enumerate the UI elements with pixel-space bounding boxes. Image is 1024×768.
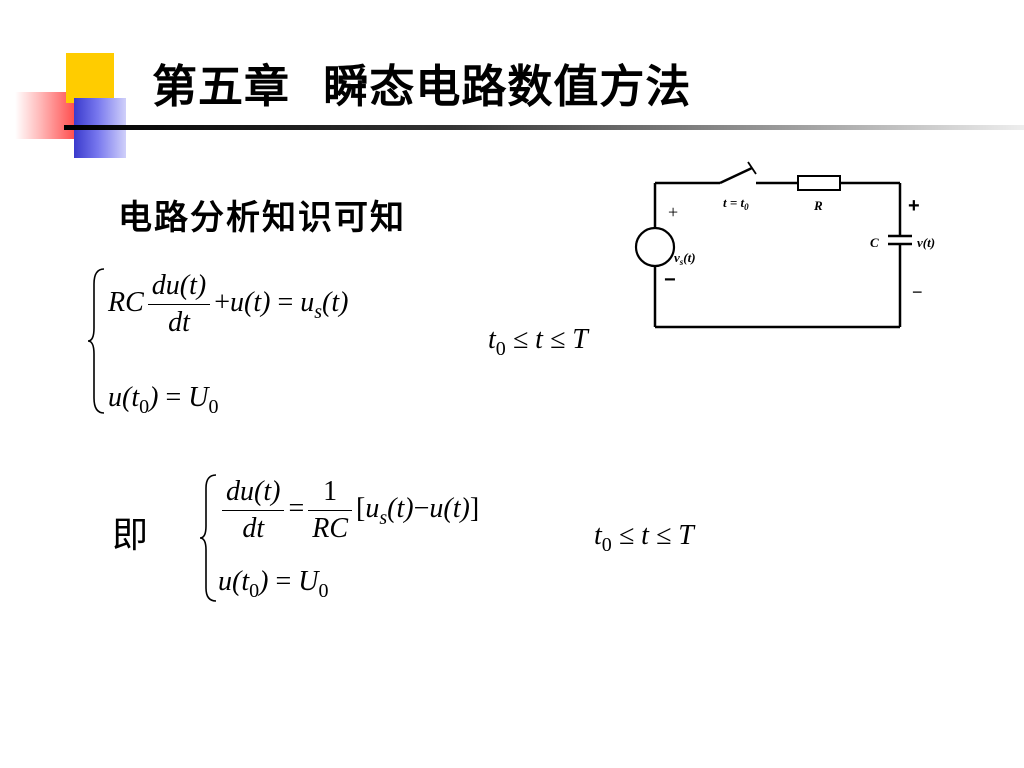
eq2-minus: − [413, 492, 430, 524]
switch-tick [747, 161, 757, 175]
decor-yellow-square [66, 53, 114, 103]
eq2-close-bracket: ] [469, 492, 480, 524]
eq1-coef: RC [108, 286, 144, 318]
eq1-term: u(t) [230, 286, 271, 318]
ic2-lhs-close: ) [259, 566, 269, 597]
eq2-equals: = [288, 492, 305, 524]
ic1-lhs-close: ) [149, 382, 159, 413]
system2-brace [199, 474, 217, 602]
eq1-rhs-sub: s [314, 300, 323, 323]
source-plus: + [668, 202, 678, 222]
output-plus: + [908, 195, 920, 217]
rc-circuit-diagram: t = t0 R C vs(t) + − v(t) + − [634, 161, 935, 329]
title-underline [64, 125, 1024, 130]
eq2-u: u(t) [429, 492, 470, 524]
slide-subtitle: 电路分析知识可知 [118, 198, 406, 238]
system1-domain: t0 ≤ t ≤ T [488, 324, 588, 361]
system1-brace [87, 268, 105, 414]
dom1-rel: ≤ t ≤ T [505, 324, 588, 355]
ic2-rhs: U [298, 566, 319, 597]
source-label: vs(t) [674, 250, 696, 267]
ic2-rhs-sub: 0 [318, 580, 329, 602]
connector-ji: 即 [112, 515, 149, 556]
resistor-label: R [813, 198, 823, 213]
eq1-plus: + [214, 286, 231, 318]
ic2-lhs-sub: 0 [249, 580, 260, 602]
eq1-frac-den: dt [168, 307, 190, 338]
ic2-lhs: u(t [218, 566, 250, 597]
switch-blade [719, 166, 753, 185]
dom2-t: t [594, 520, 602, 551]
eq1-fraction: du(t)dt [147, 270, 211, 339]
eq2-frac-num: du(t) [222, 476, 285, 511]
system2-domain: t0 ≤ t ≤ T [594, 520, 694, 557]
system2-initial: u(t0) = U0 [218, 566, 328, 603]
system1-initial: u(t0) = U0 [108, 382, 218, 419]
eq2-frac-den: dt [242, 513, 265, 544]
eq1-rhs-arg: (t) [322, 286, 349, 318]
dom1-t: t [488, 324, 496, 355]
output-minus: − [912, 282, 923, 302]
eq1-frac-num: du(t) [147, 270, 211, 305]
dom1-sub: 0 [495, 338, 506, 360]
eq2-us-sub: s [379, 506, 388, 529]
slide-title: 第五章 瞬态电路数值方法 [152, 60, 692, 113]
eq1-equals: = [277, 286, 294, 318]
ic1-lhs: u(t [108, 382, 140, 413]
output-label: v(t) [917, 235, 935, 250]
ic1-equals: = [165, 382, 182, 413]
ic1-lhs-sub: 0 [139, 396, 150, 418]
eq2-us-arg: (t) [387, 492, 414, 524]
ic2-equals: = [275, 566, 292, 597]
dom2-sub: 0 [601, 534, 612, 556]
eq2-open-bracket: [ [356, 492, 366, 524]
switch-label: t = t0 [723, 195, 749, 212]
eq2-us: u [365, 492, 380, 524]
eq2-coef-num: 1 [308, 476, 353, 511]
ic1-rhs: U [188, 382, 209, 413]
eq1-rhs-u: u [300, 286, 315, 318]
resistor [797, 175, 841, 191]
capacitor-label: C [870, 235, 879, 250]
eq2-fraction: du(t)dt [222, 476, 285, 545]
eq2-coef-den: RC [312, 513, 349, 544]
voltage-source [634, 226, 676, 268]
ic1-rhs-sub: 0 [208, 396, 219, 418]
source-minus: − [664, 269, 676, 291]
dom2-rel: ≤ t ≤ T [611, 520, 694, 551]
